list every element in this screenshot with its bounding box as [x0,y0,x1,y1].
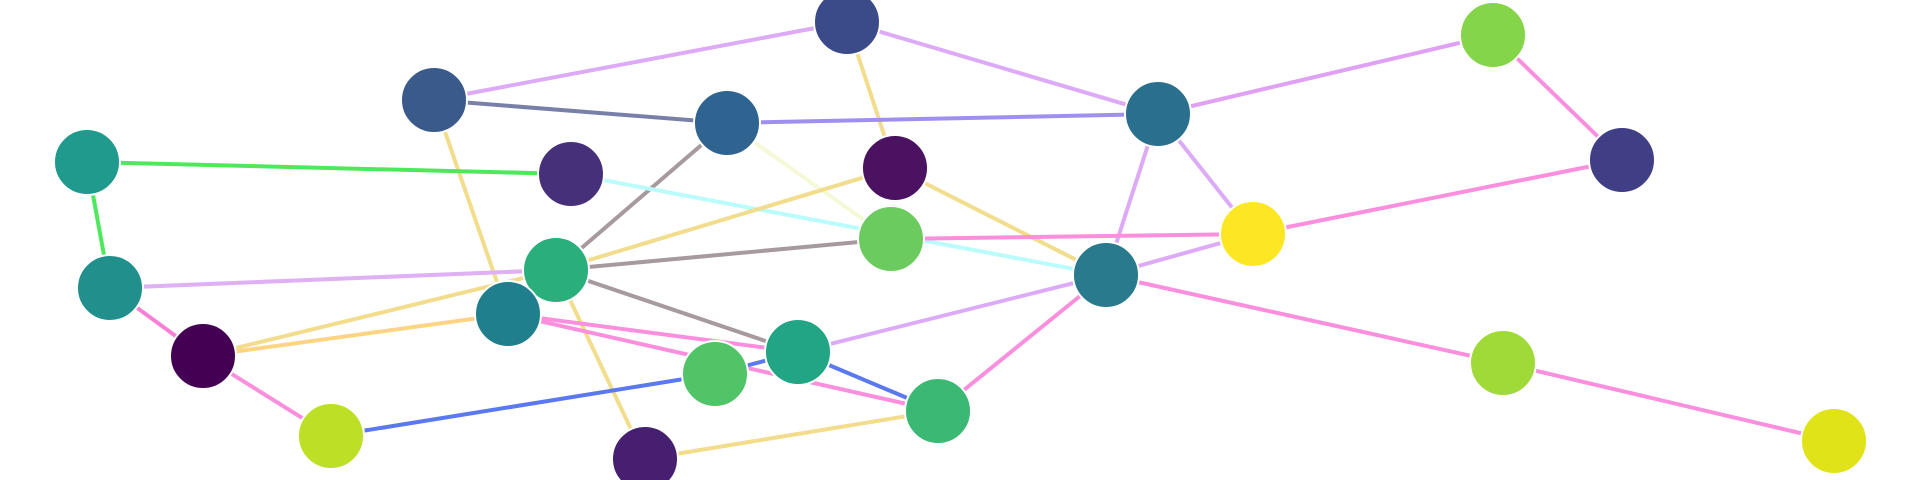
graph-node-n4[interactable] [693,89,761,157]
edge-n4-n5 [725,112,1160,125]
edge-n8-n14 [569,172,1108,277]
graph-node-n6[interactable] [1588,126,1656,194]
edge-n1-n5 [845,20,1160,116]
edge-n7-n8 [85,160,573,176]
graph-node-n15[interactable] [474,280,542,348]
graph-node-n23[interactable] [1800,407,1868,475]
graph-node-n14[interactable] [1072,241,1140,309]
graph-node-n8[interactable] [537,140,605,208]
graph-node-n11[interactable] [1219,200,1287,268]
edge-n5-n2 [1156,33,1495,116]
edge-n18-n21 [329,372,717,438]
edge-n22-n20 [643,409,940,461]
edge-n12-n13 [108,268,558,290]
edge-n19-n23 [1501,361,1836,443]
edge-n14-n19 [1104,273,1505,365]
graph-node-n22[interactable] [611,425,679,480]
edge-n13-n22 [554,268,647,461]
edge-n13-n10 [554,237,893,272]
graph-node-n7[interactable] [53,128,121,196]
edge-n14-n20 [936,273,1108,413]
edge-n3-n15 [432,98,510,316]
graph-node-n1[interactable] [813,0,881,56]
graph-node-n3[interactable] [400,66,468,134]
graph-node-n20[interactable] [904,377,972,445]
edge-n13-n17 [554,268,800,354]
edge-n10-n11 [889,232,1255,241]
graph-node-n9[interactable] [861,134,929,202]
nodes-layer [53,0,1868,480]
edge-n15-n17 [506,312,800,354]
graph-node-n16[interactable] [169,322,237,390]
edge-n3-n4 [432,98,729,125]
edge-n9-n13 [554,166,897,272]
edge-n11-n6 [1251,158,1624,236]
graph-node-n12[interactable] [76,254,144,322]
graph-node-n2[interactable] [1459,1,1527,69]
edge-n4-n13 [554,121,729,272]
edge-n15-n16 [201,312,510,358]
graph-node-n18[interactable] [681,340,749,408]
edge-n3-n1 [432,20,849,102]
edge-n14-n17 [796,273,1108,354]
graph-node-n17[interactable] [764,318,832,386]
graph-node-n19[interactable] [1469,329,1537,397]
graph-node-n10[interactable] [857,205,925,273]
edge-n9-n14 [893,166,1108,277]
graph-node-n21[interactable] [297,402,365,470]
graph-node-n5[interactable] [1124,80,1192,148]
graph-node-n13[interactable] [522,236,590,304]
